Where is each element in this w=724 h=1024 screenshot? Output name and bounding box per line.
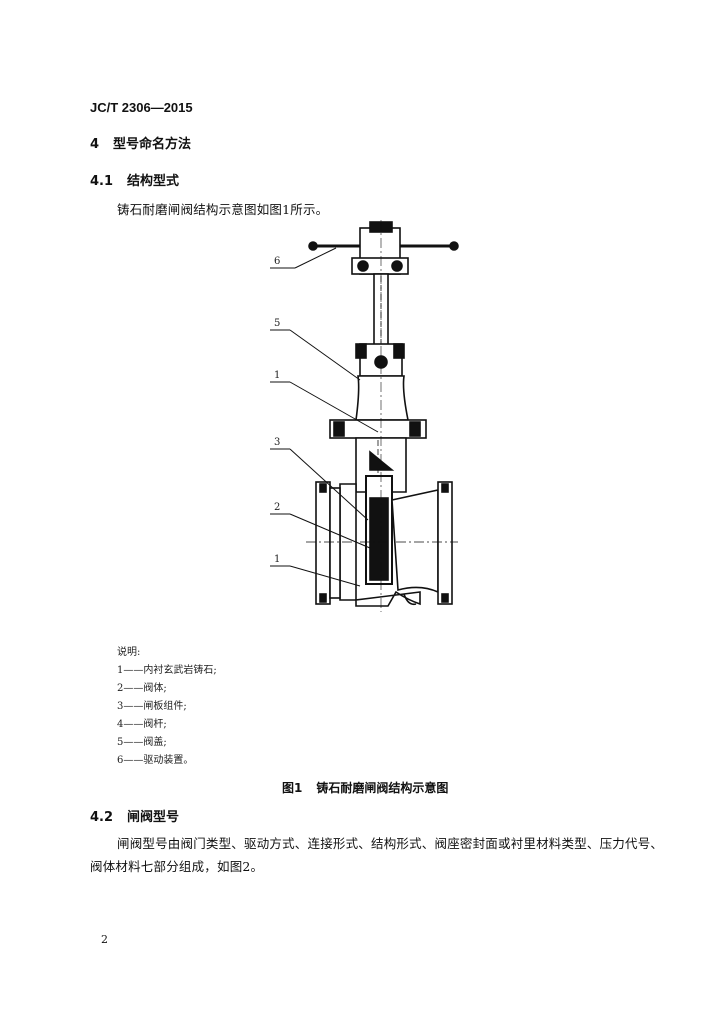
figure-number: 图1: [282, 781, 303, 795]
section-number: 4.2: [90, 810, 114, 825]
section-title: 闸阀型号: [127, 810, 180, 825]
legend-title: 说明:: [117, 647, 141, 658]
legend-item: 1——内衬玄武岩铸石;: [117, 665, 217, 676]
section-number: 4: [90, 137, 100, 152]
gate-valve-diagram: [270, 220, 459, 612]
callout-1-lower: 1: [274, 554, 281, 565]
callout-6: 6: [274, 256, 281, 267]
section-4-heading: 4 型号命名方法: [90, 133, 191, 152]
legend-item: 2——阀体;: [117, 683, 167, 694]
figure-title: 铸石耐磨闸阀结构示意图: [316, 781, 449, 795]
legend-item: 4——阀杆;: [117, 719, 167, 730]
callout-3: 3: [274, 437, 281, 448]
section-4-2-heading: 4.2 闸阀型号: [90, 806, 179, 825]
section-title: 型号命名方法: [113, 137, 192, 152]
callout-1-upper: 1: [274, 370, 281, 381]
page-number: 2: [101, 933, 108, 946]
legend-item: 3——闸板组件;: [117, 701, 187, 712]
section-number: 4.1: [90, 174, 114, 189]
callout-2: 2: [274, 502, 281, 513]
legend-item: 5——阀盖;: [117, 737, 167, 748]
section-4-1-heading: 4.1 结构型式: [90, 170, 179, 189]
legend-item: 6——驱动装置。: [117, 755, 194, 766]
section-title: 结构型式: [127, 174, 180, 189]
paragraph-model-line-1: 闸阀型号由阀门类型、驱动方式、连接形式、结构形式、阀座密封面或衬里材料类型、压力…: [117, 836, 664, 851]
paragraph-structure: 铸石耐磨闸阀结构示意图如图1所示。: [117, 202, 329, 217]
figure-caption: 图1 铸石耐磨闸阀结构示意图: [282, 779, 448, 796]
callout-5: 5: [274, 318, 281, 329]
standard-code: JC/T 2306—2015: [90, 100, 193, 115]
paragraph-model-line-2: 阀体材料七部分组成，如图2。: [90, 859, 264, 874]
